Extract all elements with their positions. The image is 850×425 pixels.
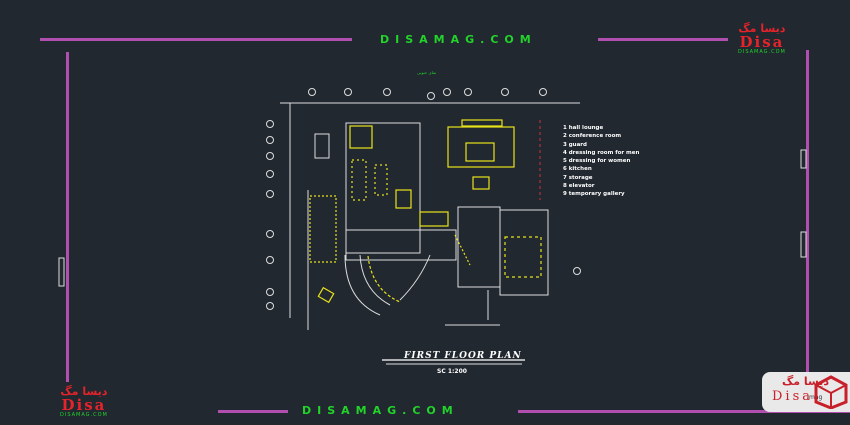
legend-item: 3 guard	[563, 141, 587, 148]
disamag-badge: دیسا مگ Disa mag	[762, 372, 850, 412]
room-legend: 1 hall lounge 2 conference room 3 guard …	[563, 124, 639, 199]
frame-bottom-right	[518, 410, 850, 413]
logo-top-right: دیسا مگ Disa DISAMAG.COM	[738, 22, 786, 55]
frame-top-left	[40, 38, 352, 41]
legend-item: 7 storage	[563, 174, 593, 181]
legend-item: 5 dressing for women	[563, 158, 631, 165]
legend-item: 6 kitchen	[563, 166, 592, 173]
grid-bubbles	[266, 88, 581, 310]
legend-item: 8 elevator	[563, 183, 595, 190]
frame-right	[806, 50, 809, 380]
frame-bottom-left	[218, 410, 288, 413]
plan-title: FIRST FLOOR PLAN	[404, 351, 522, 361]
legend-item: 1 hall lounge	[563, 125, 604, 131]
watermark-bottom: DISAMAG.COM	[302, 404, 459, 417]
plan-scale: SC 1:200	[437, 368, 467, 375]
frame-left	[66, 52, 69, 382]
legend-item: 2 conference room	[563, 133, 622, 140]
watermark-top: DISAMAG.COM	[380, 33, 537, 46]
yellow-furniture	[309, 119, 542, 304]
plan-subtitle: نمای جنوبی	[417, 70, 437, 75]
legend-item: 9 temporary gallery	[563, 191, 625, 198]
logo-bottom-left: دیسا مگ Disa DISAMAG.COM	[60, 385, 108, 418]
legend-item: 4 dressing room for men	[563, 149, 640, 156]
isa-cube-icon	[814, 375, 848, 409]
frame-top-right	[598, 38, 728, 41]
